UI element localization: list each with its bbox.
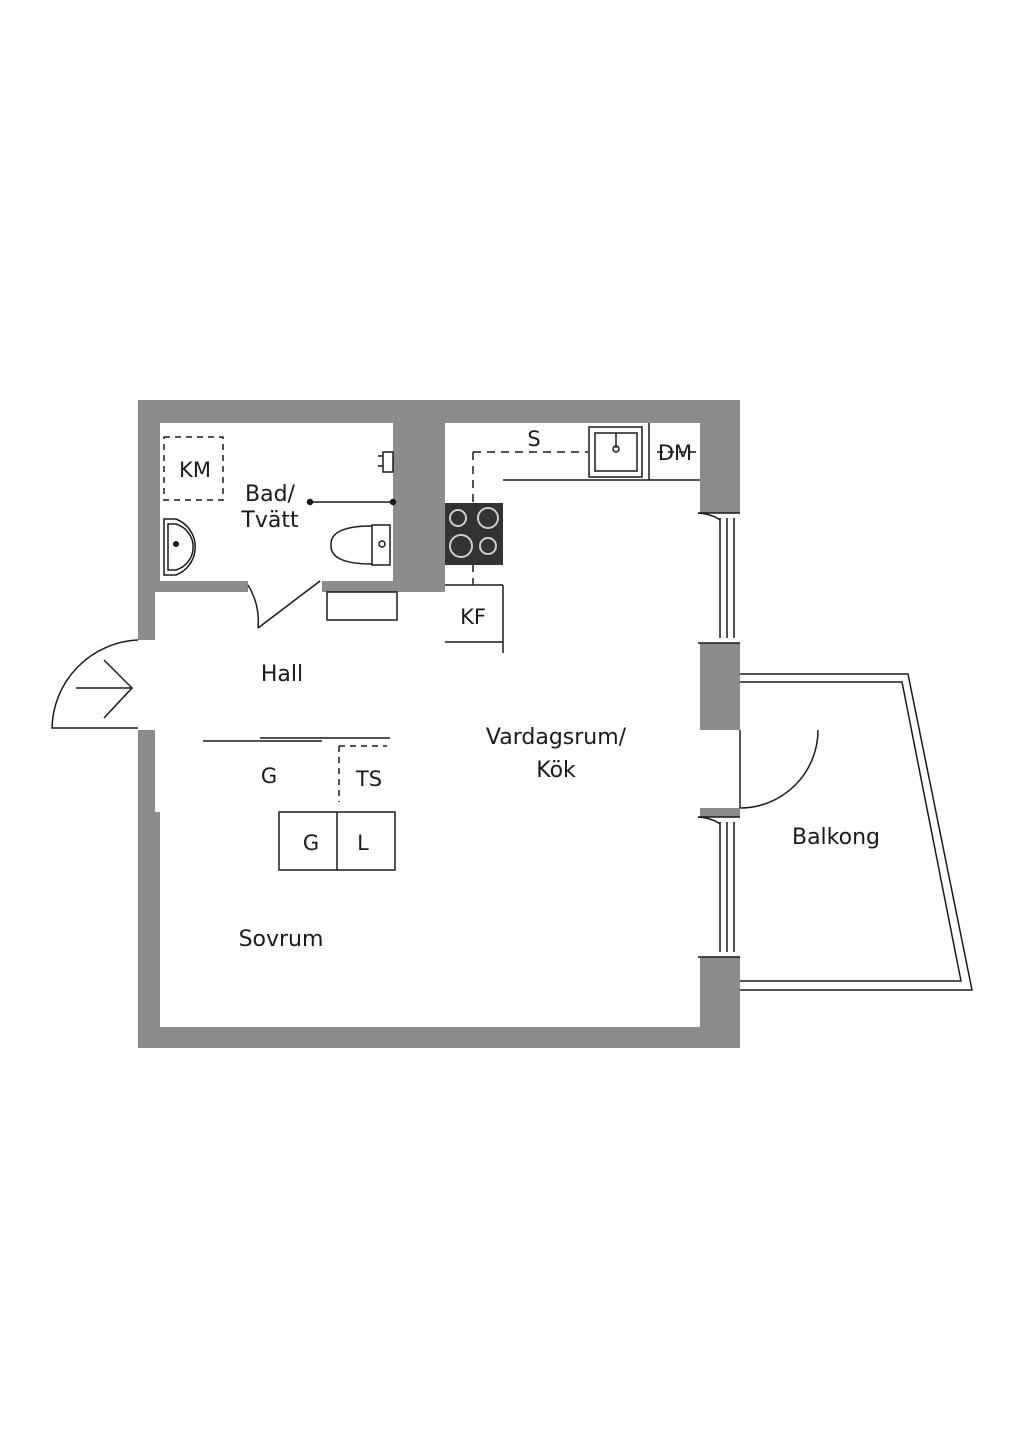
balcony-door-opening [695,730,745,808]
bathroom-fixtures [163,436,397,576]
window-upper [697,512,740,644]
bathroom-door-swing [247,584,260,629]
l-label: L [357,831,369,855]
hall-g-label: G [261,764,277,788]
entrance-door-swing [51,639,139,729]
entrance-arrow-icon [76,659,134,719]
fixture-labels: KM S DM KF G TS G L [179,427,692,855]
ts-label: TS [355,767,382,791]
window-lower [697,816,740,958]
balcony-outline [740,673,973,991]
balcony-door-swing [739,729,819,809]
counter-edge [472,451,588,585]
balcony-label: Balkong [792,825,880,850]
hall-shelf [326,591,398,621]
kf-label: KF [460,605,486,629]
entrance-opening [130,640,164,730]
dm-label: DM [658,441,692,465]
sink-icon [588,426,643,478]
bedroom-g-label: G [303,831,319,855]
bathroom-door-opening [248,575,322,597]
doors [51,580,819,809]
windows [697,512,740,958]
stove-icon [445,503,503,565]
kitchen-fixtures [445,423,700,653]
closets [203,591,398,871]
toilet-icon [330,524,391,566]
bathroom-door-leaf [257,580,321,629]
bathroom-label-line2: Tvätt [240,508,299,533]
hall-closet-niche [197,736,393,803]
km-label: KM [179,458,211,482]
hall-wardrobe [203,737,390,742]
bedroom-label: Sovrum [239,927,324,952]
living-room-label-line1: Vardagsrum/ [486,725,627,750]
room-labels: Bad/ Tvätt Hall Vardagsrum/ Kök Sovrum B… [239,482,880,952]
s-label: S [527,427,540,451]
shower-icon [306,451,397,506]
washbasin-icon [163,518,196,576]
washing-machine-outline [163,436,224,501]
hall-label: Hall [261,662,303,687]
bathroom-label-line1: Bad/ [245,482,296,507]
living-room-label-line2: Kök [536,758,576,783]
